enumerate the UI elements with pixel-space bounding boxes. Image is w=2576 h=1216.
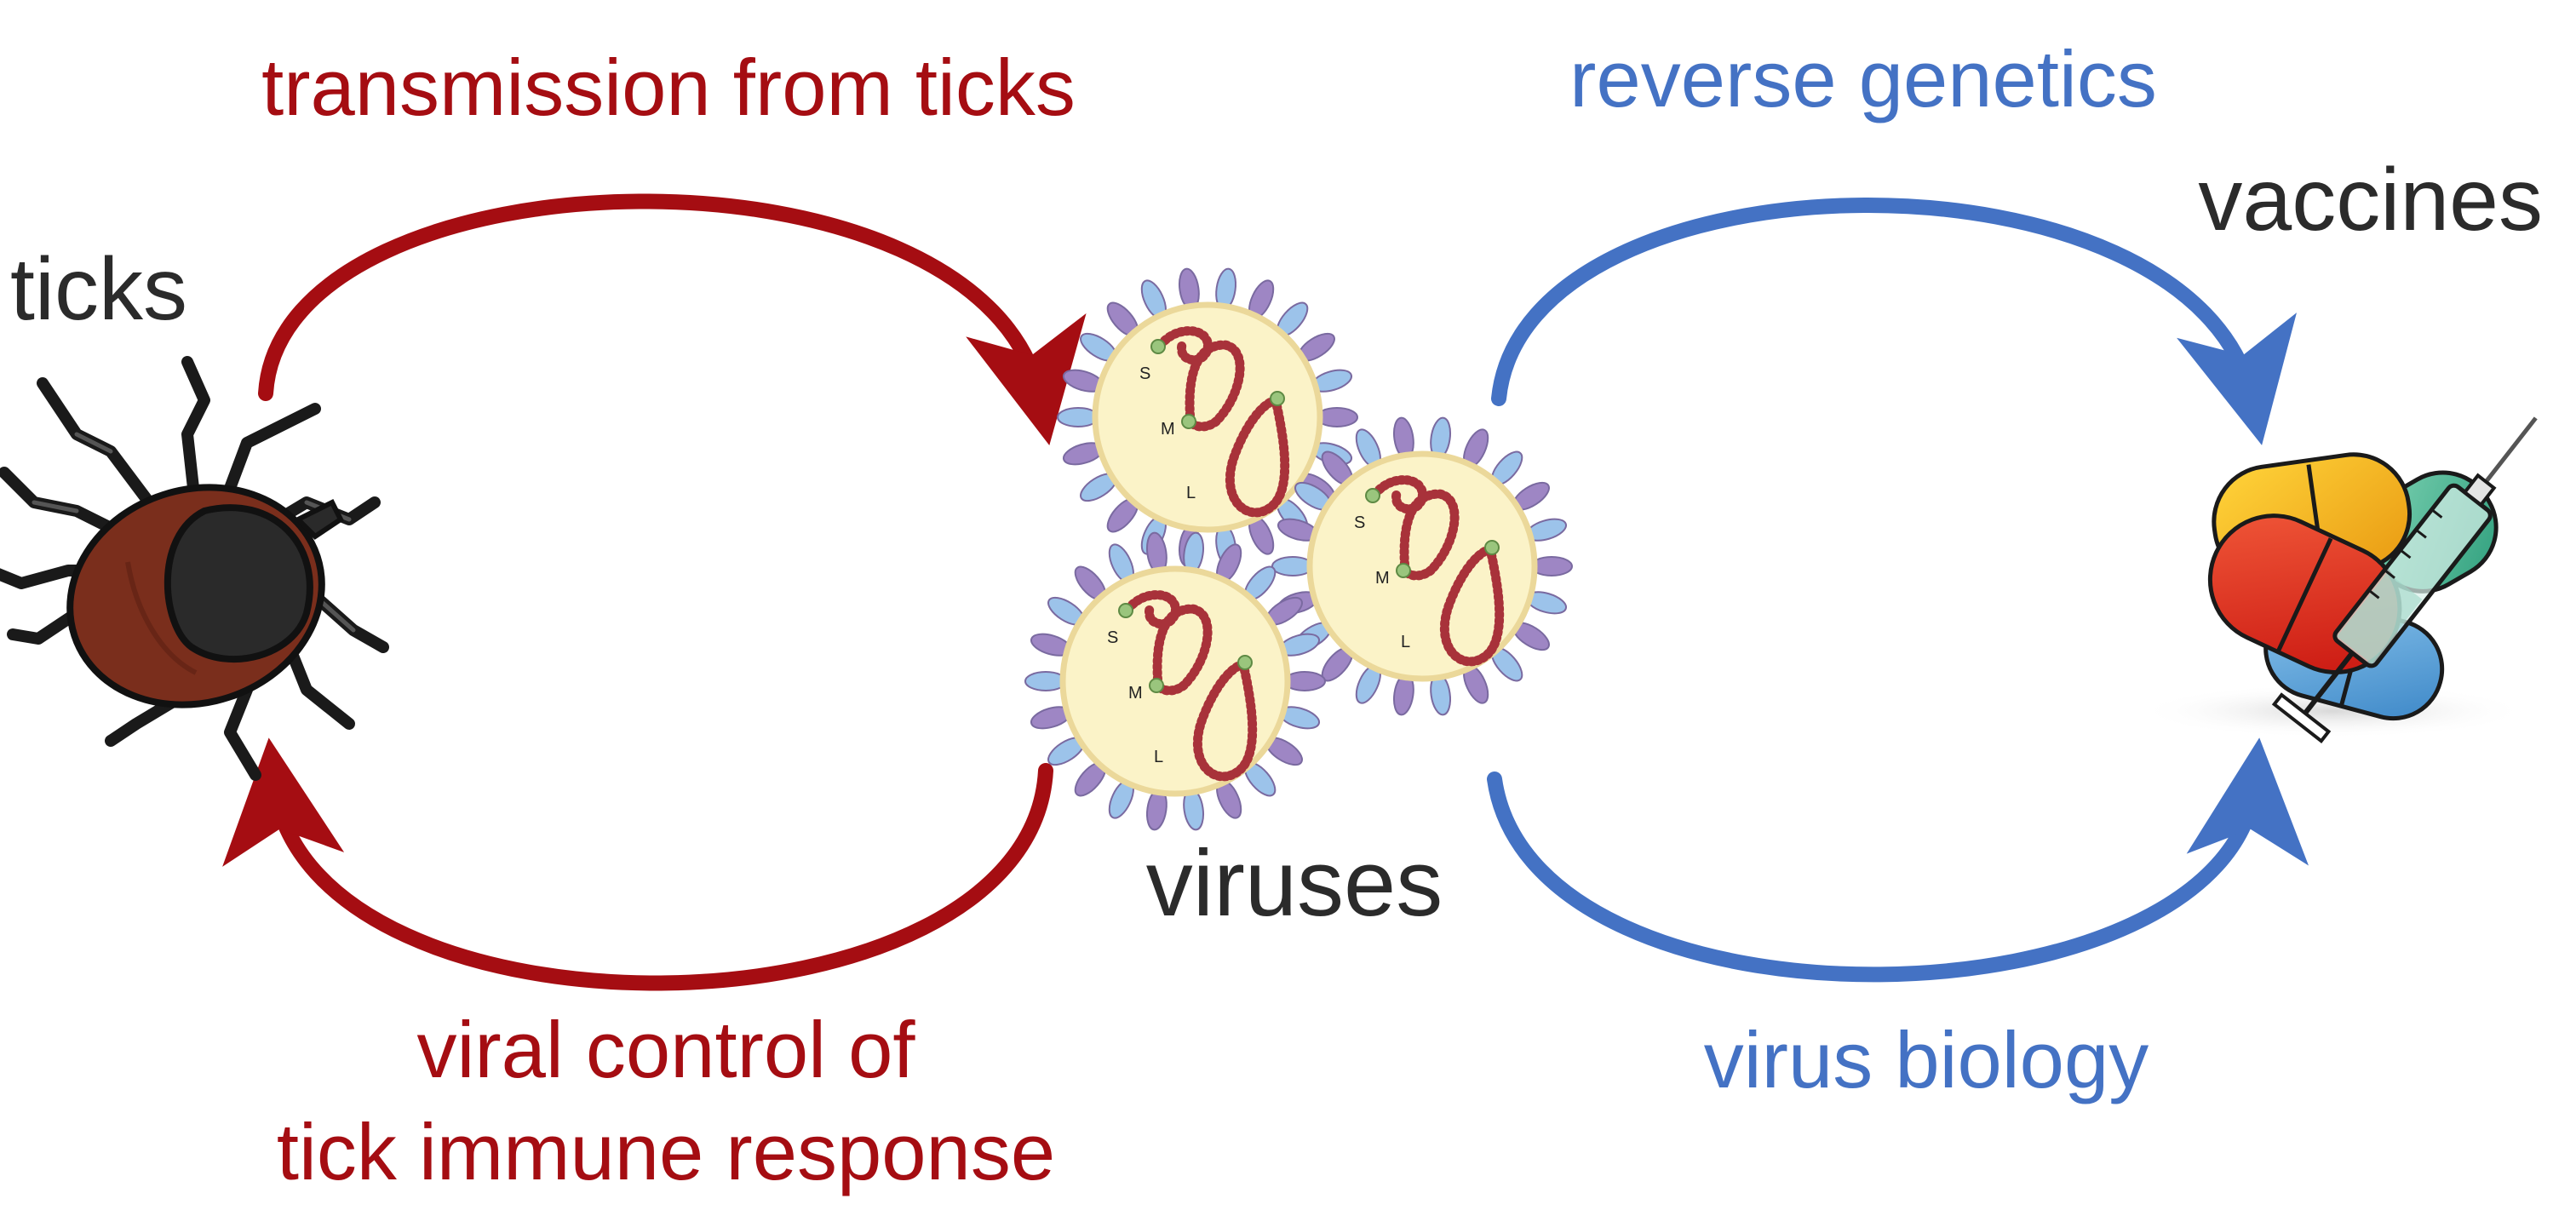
segment-label-l: L <box>1186 484 1196 502</box>
label-reverse-genetics: reverse genetics <box>1569 34 2157 123</box>
label-ticks: ticks <box>10 240 187 339</box>
rna-segments <box>1365 475 1505 667</box>
arrow-virus-biology <box>1487 737 2309 983</box>
label-virus-biology: virus biology <box>1704 1015 2149 1104</box>
segment-label-m: M <box>1128 684 1143 703</box>
segment-label-m: M <box>1375 569 1390 588</box>
label-transmission: transmission from ticks <box>261 43 1076 132</box>
arrow-reverse-genetics <box>1491 198 2297 445</box>
segment-label-s: S <box>1354 513 1365 532</box>
virus-particle-icon: S M L <box>1271 416 1573 716</box>
virus-particle-icon: S M L <box>1057 267 1358 567</box>
virus-envelope <box>1306 450 1538 682</box>
label-viral-control-line2: tick immune response <box>277 1107 1055 1196</box>
label-viruses: viruses <box>1146 831 1443 936</box>
virus-envelope <box>1092 301 1323 533</box>
tick-icon <box>0 356 389 781</box>
virus-group: S M L S M L S M L <box>1024 267 1573 831</box>
segment-label-m: M <box>1161 420 1175 439</box>
label-viral-control-line1: viral control of <box>416 1005 915 1094</box>
vaccine-pills-syringe-icon <box>2137 416 2538 743</box>
segment-label-l: L <box>1401 633 1410 651</box>
virus-particle-icon: S M L <box>1024 531 1326 831</box>
arrow-transmission <box>258 193 1087 445</box>
rna-segments <box>1118 590 1258 782</box>
segment-label-s: S <box>1139 364 1150 383</box>
segment-label-l: L <box>1154 748 1163 766</box>
rna-segments <box>1150 326 1290 518</box>
virus-envelope <box>1059 565 1291 797</box>
arrow-viral-control <box>222 737 1053 991</box>
label-vaccines: vaccines <box>2198 151 2543 250</box>
segment-label-s: S <box>1107 628 1118 647</box>
